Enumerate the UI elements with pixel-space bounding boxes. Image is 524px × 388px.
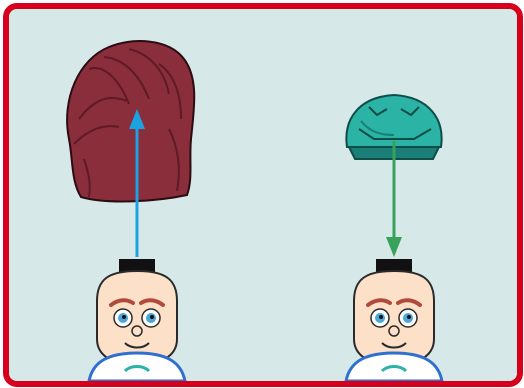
hair-icon	[67, 41, 194, 201]
diagram-canvas	[9, 9, 517, 381]
diagram-frame	[3, 3, 523, 387]
